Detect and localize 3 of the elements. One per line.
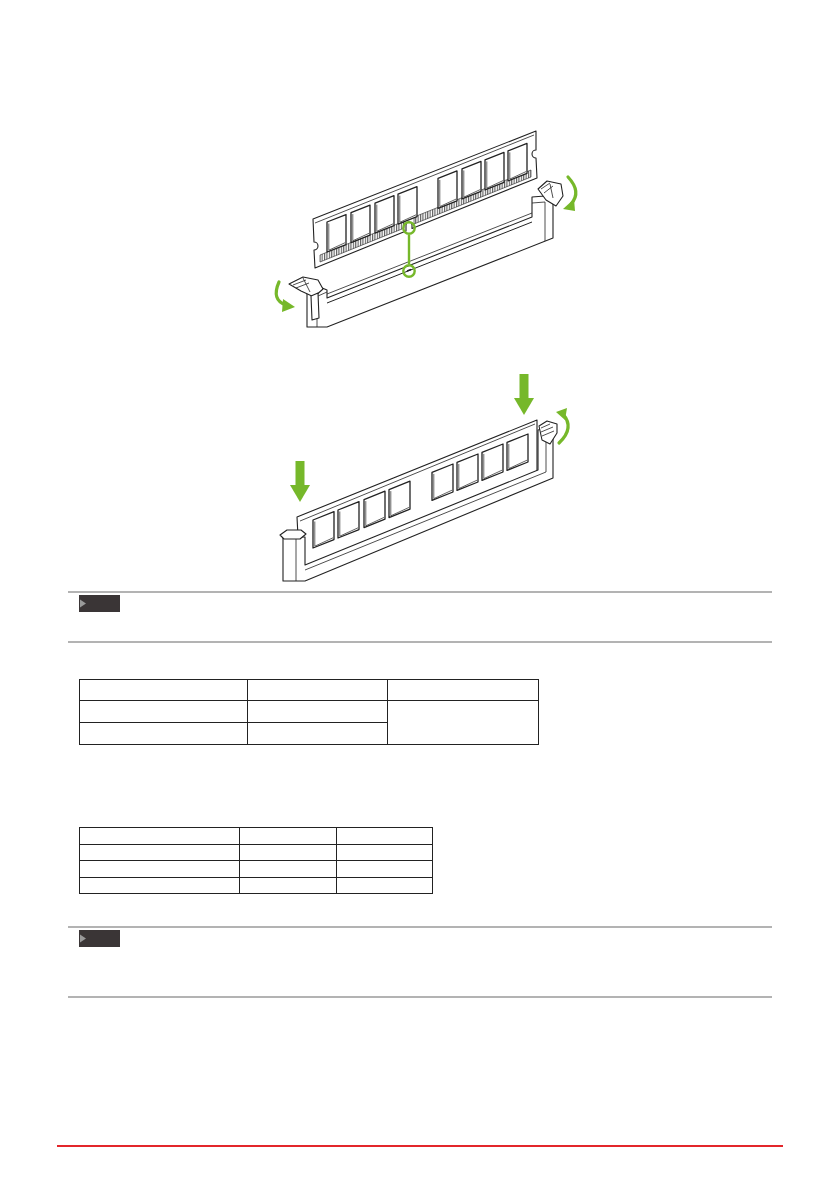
connector-line (407, 235, 411, 264)
highlight-circle (402, 221, 416, 235)
highlight-circle (402, 264, 416, 278)
